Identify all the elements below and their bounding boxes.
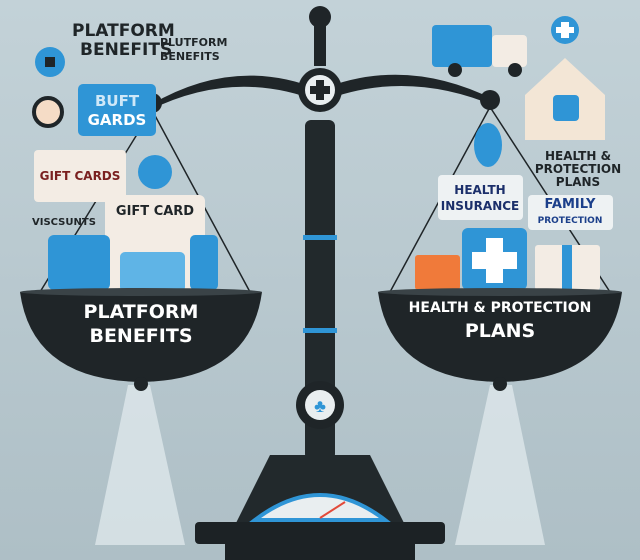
- health-title-3: PLANS: [556, 175, 600, 189]
- right-spotlight: [455, 385, 545, 545]
- platform-title-2: BENEFITS: [80, 40, 172, 60]
- discounts-label: VISCSUNTS: [32, 217, 96, 228]
- left-spotlight: [95, 385, 185, 545]
- health-title-1: HEALTH &: [545, 149, 611, 163]
- scale-pole: ♣: [296, 6, 344, 460]
- ambulance-icon: [432, 25, 492, 67]
- scale-base: [195, 455, 445, 560]
- blue-card-label-2: GARDS: [88, 111, 147, 129]
- blue-card-label-1: BUFT: [95, 92, 140, 110]
- platform-small-1: PLUTFORM: [160, 36, 227, 49]
- family-label-2: PROTECTION: [538, 216, 603, 226]
- right-pan-label-1: HEALTH & PROTECTION: [409, 300, 592, 316]
- platform-title-1: PLATFORM: [72, 21, 175, 41]
- left-pan-label-2: BENEFITS: [89, 325, 192, 347]
- svg-text:♣: ♣: [314, 396, 326, 416]
- left-pan-label-1: PLATFORM: [84, 301, 199, 323]
- gift-card-label: GIFT CARD: [116, 204, 194, 219]
- medical-cross-icon: [310, 80, 330, 100]
- platform-small-2: BENEFITS: [160, 50, 220, 63]
- health-cross-icon: [472, 238, 517, 283]
- clover-emblem-icon: [305, 390, 335, 420]
- right-pan-label-2: PLANS: [465, 320, 535, 342]
- insurance-label-2: INSURANCE: [441, 199, 519, 213]
- insurance-label-1: HEALTH: [454, 183, 505, 197]
- weight-gauge: [249, 493, 391, 522]
- family-label-1: FAMILY: [545, 197, 596, 212]
- left-items: [32, 47, 218, 292]
- health-title-2: PROTECTION: [535, 162, 621, 176]
- gift-cards-label: GIFT CARDS: [40, 169, 121, 183]
- left-pan: [20, 292, 262, 382]
- right-pan: [378, 292, 622, 382]
- right-items: [415, 16, 613, 290]
